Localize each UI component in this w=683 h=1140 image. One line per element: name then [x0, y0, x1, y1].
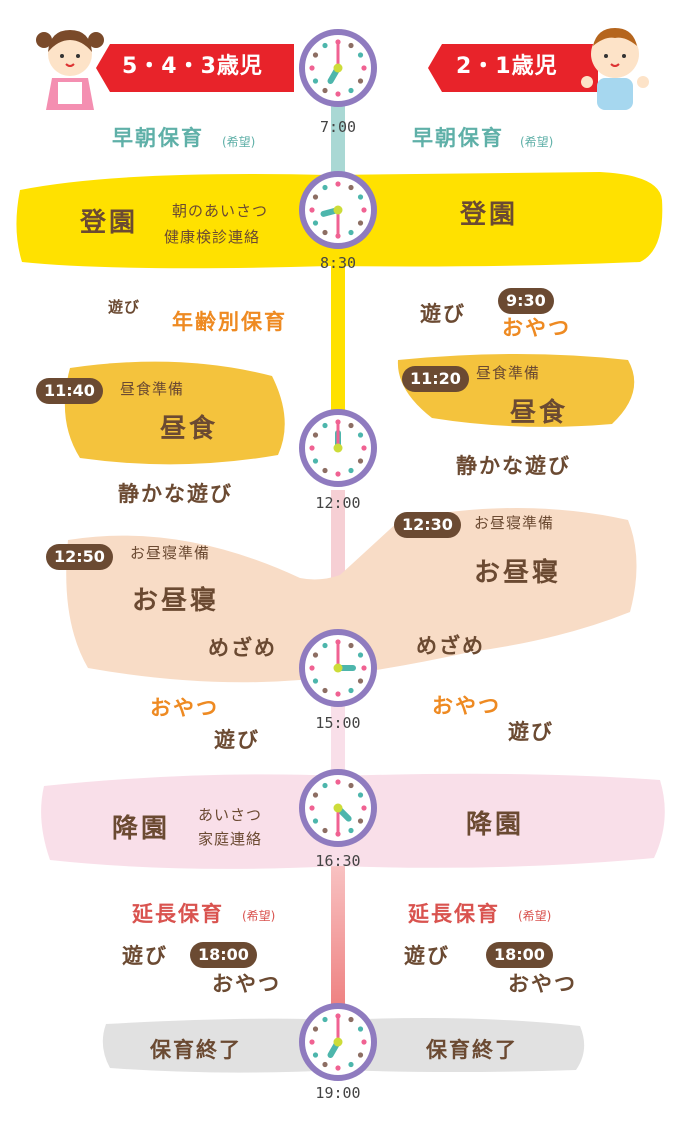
time-label-1200: 12:00	[315, 494, 361, 512]
time-label-1900: 19:00	[315, 1084, 361, 1102]
left-snack-2: おやつ	[212, 972, 281, 996]
right-wake: めざめ	[416, 634, 485, 658]
right-lunch-time-badge: 11:20	[402, 366, 469, 392]
left-arrival-note-2: 健康検診連絡	[164, 228, 261, 246]
clock-icon	[299, 629, 377, 707]
left-extended-care-note: (希望)	[242, 909, 276, 923]
right-departure: 降園	[466, 810, 525, 840]
left-play: 遊び	[108, 298, 141, 316]
left-arrival: 登園	[80, 208, 139, 238]
right-lunch: 昼食	[510, 398, 569, 428]
right-play-2: 遊び	[508, 720, 554, 744]
left-early-care: 早朝保育	[112, 126, 204, 150]
time-label-1500: 15:00	[315, 714, 361, 732]
left-arrival-note-1: 朝のあいさつ	[172, 202, 269, 220]
right-snack-3: おやつ	[508, 972, 577, 996]
clock-icon	[299, 171, 377, 249]
clock-icon	[299, 769, 377, 847]
right-snack: おやつ	[502, 316, 571, 340]
right-early-care-note: (希望)	[520, 135, 554, 149]
time-label-0700: 7:00	[319, 118, 357, 136]
right-snack-2: おやつ	[432, 694, 501, 718]
left-header-flag	[96, 44, 294, 92]
left-play-2: 遊び	[214, 728, 260, 752]
timeline-morning	[331, 260, 345, 420]
left-extended-care: 延長保育	[132, 902, 224, 926]
girl-illustration	[36, 30, 104, 110]
right-early-care: 早朝保育	[412, 126, 504, 150]
baby-illustration	[581, 28, 649, 110]
timeline-early	[331, 100, 345, 180]
left-nap-time-badge: 12:50	[46, 544, 113, 570]
left-end: 保育終了	[150, 1038, 242, 1062]
left-snack: おやつ	[150, 696, 219, 720]
left-lunch: 昼食	[160, 414, 219, 444]
right-nap: お昼寝	[474, 558, 562, 588]
left-wake: めざめ	[208, 636, 277, 660]
timeline-extended	[331, 850, 345, 1010]
left-age-care: 年齢別保育	[172, 310, 287, 334]
right-nap-time-badge: 12:30	[394, 512, 461, 538]
left-snack-time-badge: 18:00	[190, 942, 257, 968]
right-arrival: 登園	[460, 200, 519, 230]
right-snack-time-badge: 9:30	[498, 288, 554, 314]
clock-icon	[299, 1003, 377, 1081]
left-lunch-time-badge: 11:40	[36, 378, 103, 404]
left-nap: お昼寝	[132, 586, 220, 616]
left-nap-prep: お昼寝準備	[130, 544, 211, 562]
left-departure: 降園	[112, 814, 171, 844]
right-snack-time-badge-2: 18:00	[486, 942, 553, 968]
right-lunch-prep: 昼食準備	[476, 364, 541, 382]
right-extended-care-note: (希望)	[518, 909, 552, 923]
left-play-3: 遊び	[122, 944, 168, 968]
right-nap-prep: お昼寝準備	[474, 514, 555, 532]
right-quiet-play: 静かな遊び	[456, 454, 571, 478]
right-header-label: 2・1歳児	[456, 54, 558, 79]
left-quiet-play: 静かな遊び	[118, 482, 233, 506]
left-departure-note-1: あいさつ	[198, 806, 263, 824]
left-header-label: 5・4・3歳児	[122, 54, 263, 79]
left-lunch-prep: 昼食準備	[120, 380, 185, 398]
time-label-1630: 16:30	[315, 852, 361, 870]
right-header-flag	[428, 44, 598, 92]
timeline-afternoon	[331, 700, 345, 780]
right-extended-care: 延長保育	[408, 902, 500, 926]
right-play: 遊び	[420, 302, 466, 326]
left-early-care-note: (希望)	[222, 135, 256, 149]
right-play-3: 遊び	[404, 944, 450, 968]
clock-icon	[299, 409, 377, 487]
clock-icon	[299, 29, 377, 107]
time-label-0830: 8:30	[319, 254, 357, 272]
left-departure-note-2: 家庭連絡	[198, 830, 263, 848]
right-end: 保育終了	[426, 1038, 518, 1062]
